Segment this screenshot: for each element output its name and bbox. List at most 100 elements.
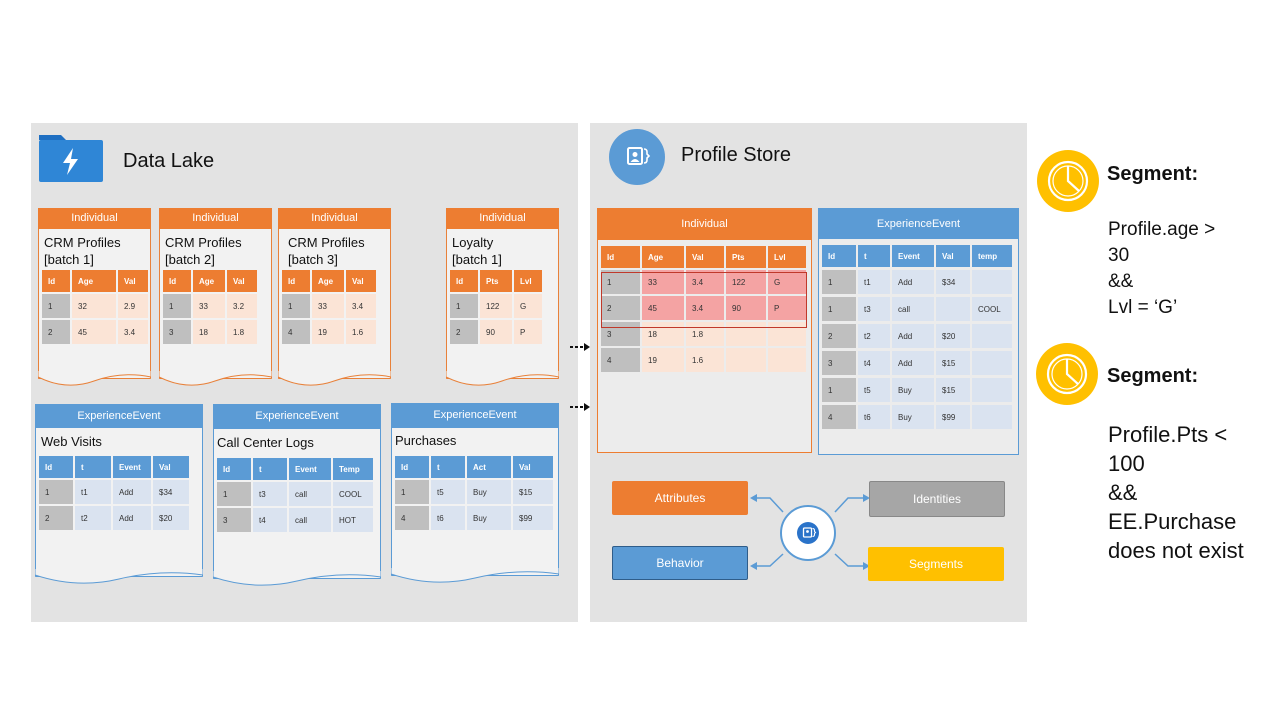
- cell: $15: [936, 378, 970, 402]
- col-header: Val: [227, 270, 257, 292]
- col-header: Id: [39, 456, 73, 478]
- col-header: Val: [118, 270, 148, 292]
- cell: t3: [253, 482, 287, 506]
- col-header: Val: [153, 456, 189, 478]
- rule-line: 30: [1108, 245, 1130, 266]
- attributes-pill: Attributes: [612, 481, 748, 515]
- doc-name: Web Visits: [41, 434, 102, 449]
- col-header: Age: [312, 270, 344, 292]
- col-header: Age: [193, 270, 225, 292]
- highlight-outline: [601, 272, 807, 328]
- folder-lightning-icon: [37, 131, 103, 183]
- pie-chart-icon: [1036, 343, 1098, 405]
- doc-name: CRM Profiles [batch 2]: [165, 235, 242, 267]
- cell: [768, 348, 806, 372]
- cell: Add: [892, 324, 934, 348]
- cell: call: [289, 508, 331, 532]
- cell: 2: [42, 320, 70, 344]
- segment-1-rule: Profile.age > 30 && Lvl = ‘G’: [1108, 217, 1215, 321]
- col-header: Lvl: [768, 246, 806, 268]
- cell: t5: [858, 378, 890, 402]
- doc-name: Loyalty [batch 1]: [452, 235, 502, 267]
- col-header: Event: [289, 458, 331, 480]
- cell: Add: [892, 351, 934, 375]
- doc-name: CRM Profiles [batch 3]: [288, 235, 365, 267]
- doc-header: Individual: [159, 208, 272, 229]
- cell: 33: [193, 294, 225, 318]
- cell: 3.4: [686, 296, 724, 320]
- rule-line: does not exist: [1108, 538, 1244, 563]
- cell: 1: [450, 294, 478, 318]
- pie-chart-icon: [1037, 150, 1099, 212]
- col-header: Temp: [333, 458, 373, 480]
- cell: 2: [450, 320, 478, 344]
- col-header: Id: [395, 456, 429, 478]
- cell: 1: [822, 270, 856, 294]
- cell: [726, 322, 766, 346]
- cell: 45: [72, 320, 116, 344]
- col-header: Pts: [480, 270, 512, 292]
- individual-header: Individual: [597, 209, 812, 240]
- col-header: t: [75, 456, 111, 478]
- cell: 3: [601, 322, 640, 346]
- cell: COOL: [333, 482, 373, 506]
- cell: $34: [153, 480, 189, 504]
- col-header: Lvl: [514, 270, 542, 292]
- col-header: Id: [163, 270, 191, 292]
- cell: t1: [858, 270, 890, 294]
- cell: $15: [936, 351, 970, 375]
- cell: 1: [822, 297, 856, 321]
- rule-line: Lvl = ‘G’: [1108, 297, 1178, 318]
- cell: 2: [601, 296, 640, 320]
- col-header: Event: [892, 245, 934, 267]
- col-header: Id: [42, 270, 70, 292]
- cell: Add: [892, 270, 934, 294]
- cell: HOT: [333, 508, 373, 532]
- cell: 3.4: [686, 270, 724, 294]
- identities-pill: Identities: [869, 481, 1005, 517]
- doc-name: CRM Profiles [batch 1]: [44, 235, 121, 267]
- cell: 1.8: [227, 320, 257, 344]
- cell: [972, 405, 1012, 429]
- cell: 1: [217, 482, 251, 506]
- cell: 19: [642, 348, 684, 372]
- cell: 4: [601, 348, 640, 372]
- experience-event-header: ExperienceEvent: [818, 209, 1019, 239]
- flow-arrows: [570, 343, 590, 411]
- cell: 33: [642, 270, 684, 294]
- cell: Buy: [467, 506, 511, 530]
- cell: t4: [253, 508, 287, 532]
- cell: 122: [480, 294, 512, 318]
- cell: t1: [75, 480, 111, 504]
- col-header: Id: [450, 270, 478, 292]
- cell: [972, 351, 1012, 375]
- cell: 3.2: [227, 294, 257, 318]
- cell: G: [768, 270, 806, 294]
- hub-profile-icon: [780, 505, 836, 561]
- cell: 33: [312, 294, 344, 318]
- doc-header: Individual: [38, 208, 151, 229]
- cell: 1: [39, 480, 73, 504]
- cell: Buy: [892, 378, 934, 402]
- segment-1-title: Segment:: [1107, 163, 1199, 185]
- doc-name: Call Center Logs: [217, 435, 314, 450]
- cell: 3: [163, 320, 191, 344]
- col-header: Val: [346, 270, 376, 292]
- cell: [726, 348, 766, 372]
- cell: t5: [431, 480, 465, 504]
- cell: $15: [513, 480, 553, 504]
- col-header: t: [253, 458, 287, 480]
- rule-line: Profile.age >: [1108, 219, 1216, 240]
- cell: 90: [726, 296, 766, 320]
- col-header: temp: [972, 245, 1012, 267]
